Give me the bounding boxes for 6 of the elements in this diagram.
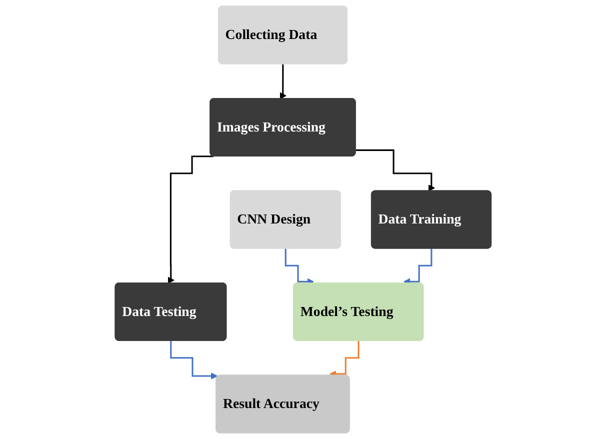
arrow — [404, 248, 433, 285]
arrow — [170, 340, 218, 380]
arrow — [356, 149, 436, 192]
arrow — [168, 156, 214, 284]
arrow — [330, 340, 360, 378]
arrow — [280, 63, 287, 100]
